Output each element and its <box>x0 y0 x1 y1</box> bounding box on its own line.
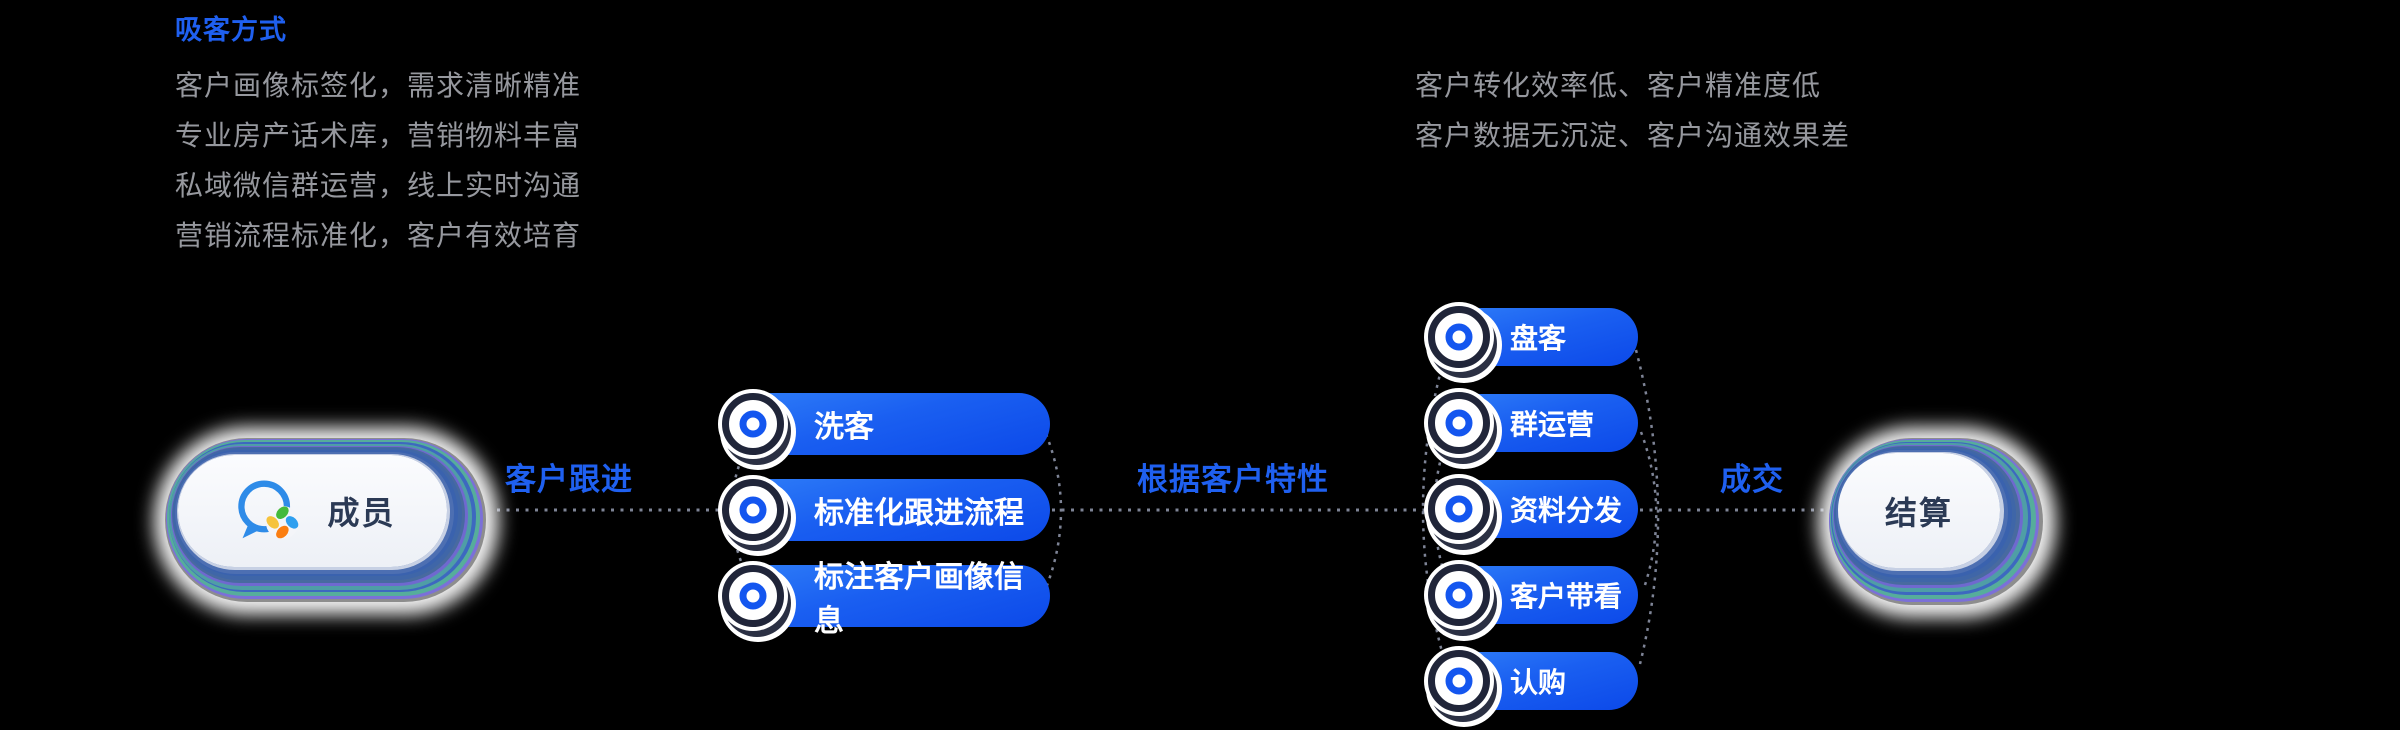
mid-step-pill-2: 标准化跟进流程 <box>722 479 1050 541</box>
feature-line-1: 客户画像标签化，需求清晰精准 <box>175 70 582 101</box>
mid-step-label-3: 标注客户画像信息 <box>814 561 1024 638</box>
pain-point-line-1: 客户转化效率低、客户精准度低 <box>1415 70 1822 101</box>
pain-point-line-2: 客户数据无沉淀、客户沟通效果差 <box>1415 120 1851 151</box>
start-node-member: 成员 <box>178 455 447 567</box>
mid-step-pill-3: 标注客户画像信息 <box>722 561 1050 638</box>
funnel-step-pill-4: 客户带看 <box>1428 564 1638 626</box>
funnel-step-pill-5: 认购 <box>1428 650 1638 712</box>
funnel-step-label-5: 认购 <box>1510 667 1567 698</box>
funnel-step-pill-1: 盘客 <box>1428 306 1638 368</box>
funnel-step-pill-2: 群运营 <box>1428 392 1638 454</box>
feature-line-2: 专业房产话术库，营销物料丰富 <box>175 120 582 151</box>
mid-step-label-1: 洗客 <box>814 411 874 444</box>
ring-dot-icon <box>1428 650 1490 712</box>
right-group-inner-right-arc <box>1639 431 1658 589</box>
flow-label-follow-up: 客户跟进 <box>505 462 633 497</box>
mid-step-pill-1: 洗客 <box>722 393 1050 455</box>
funnel-step-label-2: 群运营 <box>1510 409 1595 440</box>
attract-methods-title: 吸客方式 <box>175 15 287 45</box>
ring-dot-icon <box>1428 392 1490 454</box>
right-group-outer-right-arc <box>1634 349 1660 665</box>
mid-group-right-arc <box>1044 433 1063 589</box>
flow-label-deal: 成交 <box>1720 462 1784 497</box>
wecom-icon <box>238 480 300 539</box>
feature-line-3: 私域微信群运营，线上实时沟通 <box>175 170 582 201</box>
ring-dot-icon <box>722 565 784 627</box>
funnel-step-label-1: 盘客 <box>1510 323 1567 354</box>
ring-dot-icon <box>1428 478 1490 540</box>
pain-points-list: 客户转化效率低、客户精准度低 客户数据无沉淀、客户沟通效果差 <box>1415 61 1850 161</box>
attract-methods-list: 客户画像标签化，需求清晰精准 专业房产话术库，营销物料丰富 私域微信群运营，线上… <box>175 61 581 261</box>
end-node-settlement: 结算 <box>1838 453 2000 568</box>
start-node-label: 成员 <box>327 495 396 531</box>
flow-label-by-customer-traits: 根据客户特性 <box>1137 462 1329 497</box>
feature-line-4: 营销流程标准化，客户有效培育 <box>175 220 582 251</box>
funnel-step-label-4: 客户带看 <box>1510 581 1623 612</box>
ring-dot-icon <box>722 393 784 455</box>
end-node-label: 结算 <box>1884 494 1953 531</box>
ring-dot-icon <box>1428 564 1490 626</box>
mid-step-label-2: 标准化跟进流程 <box>814 497 1024 530</box>
ring-dot-icon <box>1428 306 1490 368</box>
ring-dot-icon <box>722 479 784 541</box>
funnel-step-label-3: 资料分发 <box>1510 495 1623 526</box>
funnel-step-pill-3: 资料分发 <box>1428 478 1638 540</box>
